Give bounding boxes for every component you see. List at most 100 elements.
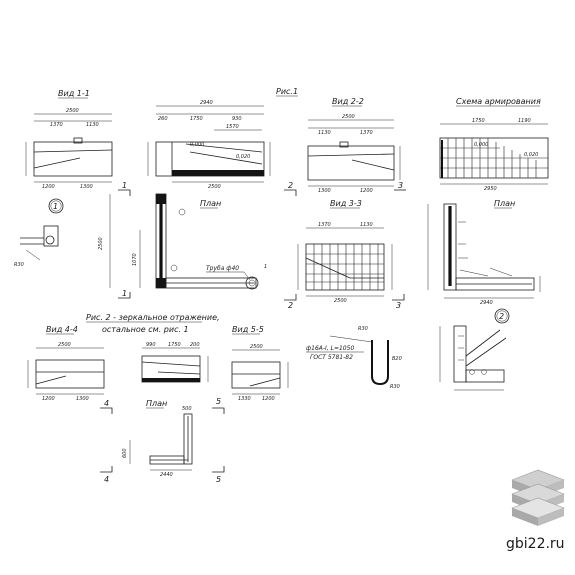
sch-dim-1190: 1190 (518, 118, 531, 124)
watermark-text: gbi22.ru (506, 536, 565, 552)
v33-dim-1370: 1370 (318, 222, 331, 228)
plan-c-dim-2440: 2440 (160, 472, 173, 478)
view-3-3: 2 3 Вид 3-3 1370 1130 2500 2 (284, 181, 406, 310)
plan-c-dim-500: 500 (182, 406, 192, 412)
view-4-4: Вид 4-4 2500 1200 1300 (27, 325, 105, 402)
view-2-2-title: Вид 2-2 (332, 97, 364, 106)
callout-2-label: 2 (499, 312, 504, 321)
mark-5-top: 5 (216, 397, 221, 406)
elev-base-slab (172, 170, 264, 176)
mark-5-bottom: 5 (216, 475, 221, 484)
callout-2-circle (494, 308, 510, 324)
plan-a-callout-1: 1 (264, 264, 267, 270)
sch-mark-0000: 0,000 (474, 142, 488, 148)
detail-callout-2: 2 (439, 308, 510, 391)
v11-block-outline (33, 141, 113, 177)
v55-dim-1200: 1200 (262, 396, 275, 402)
v22-dim-c: 1300 (318, 188, 331, 194)
loop-spec-2: ГОСТ 5781-82 (310, 354, 353, 361)
mark-4-bottom: 4 (104, 475, 109, 484)
front-elevation-2: 990 1750 200 (141, 342, 209, 383)
elev-dim-1750: 1750 (190, 116, 203, 122)
mark-3-bottom: 3 (396, 301, 401, 310)
v22-dim-b: 1370 (360, 130, 373, 136)
scheme-title: Схема армирования (456, 97, 541, 106)
v33-outline (305, 243, 385, 291)
fig2-subtitle: остальное см. рис. 1 (102, 325, 189, 334)
mark-4-top: 4 (104, 399, 109, 408)
plan-a: План 1 1 Труба ф40 2500 1070 1 (98, 181, 267, 299)
fig2-note: Рис. 2 - зеркальное отражение, остальное… (86, 313, 220, 334)
v55-dim-1330: 1330 (238, 396, 251, 402)
view-1-1-title: Вид 1-1 (58, 89, 90, 98)
reinforcement-scheme: Схема армирования 1750 1190 0,000 0,020 (439, 97, 549, 192)
v44-outline (35, 359, 105, 389)
v22-dim-a: 1130 (318, 130, 331, 136)
v22-outline (307, 145, 395, 181)
elev-dim-base: 2500 (208, 184, 221, 190)
v11-dim-b: 1130 (86, 122, 99, 128)
view-1-1: Вид 1-1 2500 1370 1130 1200 1300 (25, 89, 113, 190)
mark-1-top: 1 (122, 181, 127, 190)
plan-c: 4 План 5 500 2440 600 4 5 (100, 397, 225, 484)
plan-b-title: План (494, 199, 515, 208)
elev2-dim-200: 200 (190, 342, 200, 348)
plan-b: План 2940 (427, 199, 541, 306)
loop-r30-bottom: R30 (390, 384, 400, 390)
loop-spec-1: ф16А-I, L=1050 (306, 345, 354, 352)
v11-dim-a: 1370 (50, 122, 63, 128)
fig2-title: Рис. 2 - зеркальное отражение, (86, 313, 220, 322)
site-logo (511, 469, 565, 526)
mark-3-top: 3 (398, 181, 403, 190)
plan-c-dim-600: 600 (122, 448, 128, 458)
sch-dim-total: 2950 (484, 186, 497, 192)
elev-mark-0020: 0,020 (236, 154, 250, 160)
front-elevation: 2940 260 1750 930 1570 0,000 0,020 2500 (147, 100, 271, 190)
loop-b20: В20 (392, 356, 402, 362)
plan-a-pipe-note: Труба ф40 (206, 265, 239, 272)
fig1-title: Рис.1 (276, 87, 298, 96)
elev-dim-1570: 1570 (226, 124, 239, 130)
elev2-dim-990: 990 (146, 342, 156, 348)
elev-dim-260: 260 (158, 116, 168, 122)
v11-dim-total: 2500 (66, 108, 79, 114)
mark-1-bottom: 1 (122, 289, 127, 298)
view-2-2: Рис.1 Вид 2-2 2500 1130 1370 1300 1200 (276, 87, 401, 194)
scheme-rebar-grid (440, 138, 548, 178)
elev2-dim-1750: 1750 (168, 342, 181, 348)
view-5-5: Вид 5-5 2500 1330 1200 (231, 325, 289, 402)
detail-callout-1: 1 R30 (14, 198, 64, 268)
callout-1-circle (48, 198, 64, 214)
plan-a-title: План (200, 199, 221, 208)
v11-dim-d: 1300 (80, 184, 93, 190)
elev-mark-0000: 0,000 (190, 142, 204, 148)
v11-dim-c: 1200 (42, 184, 55, 190)
elev-dim-top: 2940 (200, 100, 213, 106)
sch-mark-0020: 0,020 (524, 152, 538, 158)
lifting-loop: R30 В20 R30 ф16А-I, L=1050 ГОСТ 5781-82 (306, 326, 402, 390)
loop-shape (371, 340, 389, 386)
v55-dim-2500: 2500 (250, 344, 263, 350)
v44-dim-1300: 1300 (76, 396, 89, 402)
v22-dim-total: 2500 (342, 114, 355, 120)
plan-a-dim-2500: 2500 (98, 237, 104, 250)
view-5-5-title: Вид 5-5 (232, 325, 264, 334)
plan-c-title: План (146, 399, 167, 408)
plan-b-dim-2940: 2940 (480, 300, 493, 306)
v33-rebar-grid (306, 244, 384, 290)
loop-r30-top: R30 (358, 326, 368, 332)
v55-outline (231, 361, 281, 389)
mark-2-top: 2 (288, 181, 293, 190)
sch-dim-1750: 1750 (472, 118, 485, 124)
v33-dim-1130: 1130 (360, 222, 373, 228)
callout-1-label: 1 (53, 202, 58, 211)
v22-dim-d: 1200 (360, 188, 373, 194)
mark-2-bottom: 2 (288, 301, 293, 310)
plan-a-dim-1070: 1070 (132, 253, 138, 266)
view-3-3-title: Вид 3-3 (330, 199, 362, 208)
view-4-4-title: Вид 4-4 (46, 325, 78, 334)
v44-dim-2500: 2500 (58, 342, 71, 348)
v44-dim-1200: 1200 (42, 396, 55, 402)
elev-dim-930: 930 (232, 116, 242, 122)
